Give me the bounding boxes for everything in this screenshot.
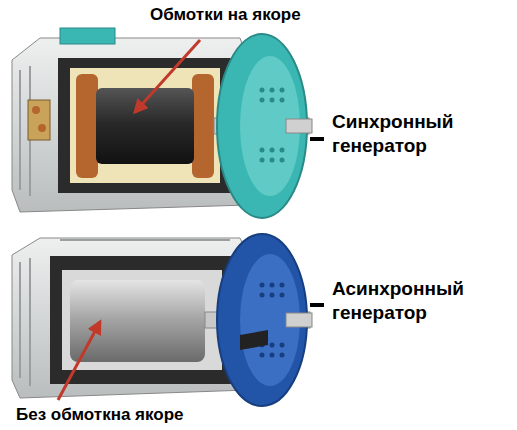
part-label: Обмотки на якоре: [150, 4, 380, 25]
asynchronous-generator: [12, 234, 312, 406]
generator-label: Синхронный генератор: [332, 110, 507, 158]
synchronous-generator: [12, 28, 312, 218]
pointer-arrow: [135, 40, 200, 112]
generator-label: Асинхронный генератор: [332, 277, 512, 325]
pointer-arrow: [58, 322, 100, 400]
dash-mark: [310, 303, 324, 307]
dash-mark: [310, 137, 324, 141]
part-label: Без обмоткна якоре: [16, 404, 316, 425]
